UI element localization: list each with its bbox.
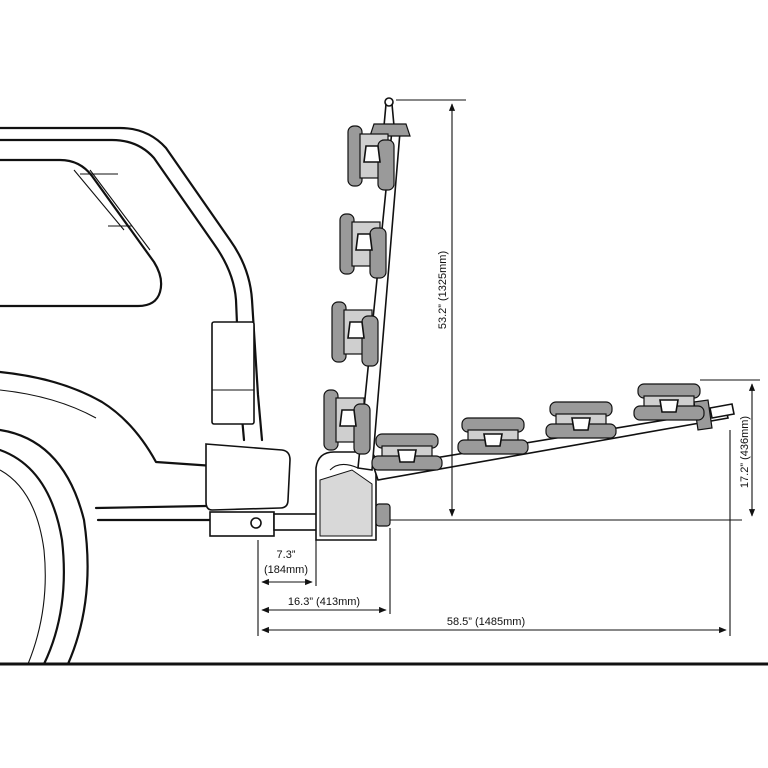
tilted-cradle-2 [457, 417, 529, 455]
tilt-knob [375, 503, 391, 527]
cradle-2 [339, 213, 387, 279]
dimension-lines [257, 99, 760, 636]
tail-light [211, 321, 255, 425]
hitch-offset-label: 7.3” [277, 549, 296, 561]
cradle-3 [331, 301, 379, 367]
hitch-offset-mm-label: (184mm) [264, 564, 308, 576]
tilted-cradle-3 [545, 401, 617, 439]
tire [0, 448, 65, 666]
mast-offset-label: 16.3” (413mm) [288, 596, 360, 608]
hitch-receiver [209, 511, 321, 537]
tilted-cradle-4 [633, 383, 705, 421]
hitch-bar [273, 513, 321, 531]
tilted-cradles [371, 383, 705, 471]
vertical-cradles [323, 125, 395, 455]
receiver-tube [209, 511, 275, 537]
cradle-4 [323, 389, 371, 455]
wheel-arch [0, 428, 89, 666]
tilted-cradle-1 [371, 433, 443, 471]
cradle-1 [347, 125, 395, 191]
height-label: 53.2” (1325mm) [437, 251, 449, 329]
mast-cap [369, 123, 411, 137]
vehicle [0, 126, 291, 666]
tilt-height-label: 17.2” (436mm) [739, 416, 751, 488]
hitch-pin-icon [250, 517, 262, 529]
total-length-label: 58.5” (1485mm) [447, 616, 525, 628]
rear-bumper [205, 443, 291, 511]
